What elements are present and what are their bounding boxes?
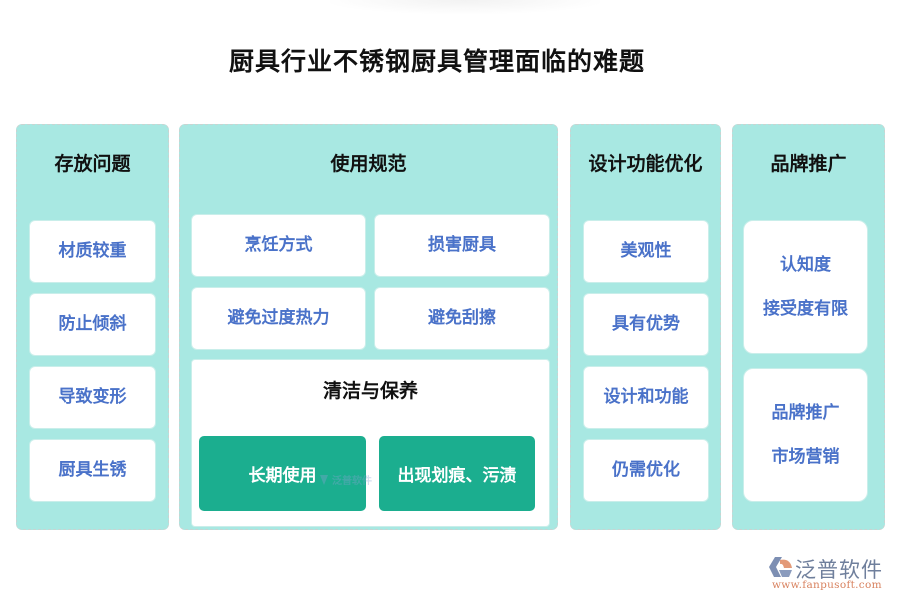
card-design-item: 具有优势 <box>583 293 709 356</box>
card-label-line1: 认知度 <box>780 254 831 275</box>
card-usage-item: 避免刮擦 <box>374 287 550 350</box>
green-card-scratches-stains: 出现划痕、污渍 <box>379 436 535 511</box>
column-title: 存放问题 <box>54 153 131 175</box>
cleaning-maintenance-box: 清洁与保养 长期使用 出现划痕、污渍 <box>191 359 550 527</box>
card-design-item: 设计和功能 <box>583 366 709 429</box>
fanpusoft-logo-icon <box>769 557 792 577</box>
card-usage-item: 避免过度热力 <box>191 287 366 350</box>
green-card-long-term-use: 长期使用 <box>199 436 366 511</box>
top-shadow-decoration <box>330 0 600 14</box>
card-label: 导致变形 <box>58 387 127 407</box>
watermark-small: 泛普软件 <box>318 472 372 487</box>
card-label-line2: 市场营销 <box>771 446 840 467</box>
card-label: 具有优势 <box>612 314 680 334</box>
card-label: 避免刮擦 <box>428 308 496 328</box>
card-storage-item: 材质较重 <box>29 220 156 283</box>
column-title: 设计功能优化 <box>588 153 703 175</box>
card-brand-marketing: 品牌推广 市场营销 <box>743 368 868 502</box>
card-label: 防止倾斜 <box>58 314 127 334</box>
cleaning-maintenance-title: 清洁与保养 <box>322 380 418 402</box>
card-label: 烹饪方式 <box>244 235 313 255</box>
logo-brand-text: 泛普软件 <box>795 558 883 582</box>
card-brand-awareness: 认知度 接受度有限 <box>743 220 868 354</box>
column-title: 使用规范 <box>330 153 407 175</box>
card-usage-item: 烹饪方式 <box>191 214 366 277</box>
logo-url-text: www.fanpusoft.com <box>772 579 882 591</box>
card-label: 仍需优化 <box>612 460 680 480</box>
card-label-line1: 品牌推广 <box>771 402 840 423</box>
card-storage-item: 厨具生锈 <box>29 439 156 502</box>
card-design-item: 仍需优化 <box>583 439 709 502</box>
card-label: 厨具生锈 <box>58 460 127 480</box>
card-label: 避免过度热力 <box>227 308 330 328</box>
watermark-small-text: 泛普软件 <box>332 476 372 487</box>
card-usage-item: 损害厨具 <box>374 214 550 277</box>
card-storage-item: 导致变形 <box>29 366 156 429</box>
column-brand-promotion: 品牌推广 认知度 接受度有限 品牌推广 市场营销 <box>732 124 885 530</box>
card-label-line2: 接受度有限 <box>763 298 848 319</box>
card-design-item: 美观性 <box>583 220 709 283</box>
card-label: 损害厨具 <box>428 235 496 255</box>
card-label: 设计和功能 <box>603 387 689 407</box>
watermark-logo-icon <box>320 474 328 485</box>
column-design-optimization: 设计功能优化 美观性 具有优势 设计和功能 仍需优化 <box>570 124 721 530</box>
column-storage-issues: 存放问题 材质较重 防止倾斜 导致变形 厨具生锈 <box>16 124 169 530</box>
card-storage-item: 防止倾斜 <box>29 293 156 356</box>
card-label: 美观性 <box>620 241 672 261</box>
fanpusoft-logo: 泛普软件 www.fanpusoft.com <box>768 554 893 594</box>
card-label: 材质较重 <box>58 241 127 261</box>
column-usage-standards: 使用规范 烹饪方式 损害厨具 避免过度热力 避免刮擦 清洁与保养 长期使用 出现… <box>179 124 558 530</box>
page-title: 厨具行业不锈钢厨具管理面临的难题 <box>228 47 645 76</box>
column-title: 品牌推广 <box>770 153 847 175</box>
